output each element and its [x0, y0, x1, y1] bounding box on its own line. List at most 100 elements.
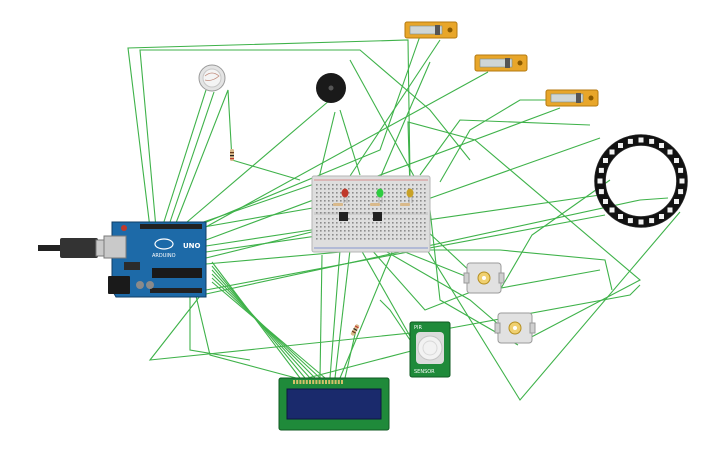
wire[interactable]: [394, 179, 611, 291]
breadboard-hole[interactable]: [420, 188, 422, 190]
breadboard-hole[interactable]: [332, 226, 334, 228]
breadboard-hole[interactable]: [316, 218, 318, 220]
breadboard-hole[interactable]: [356, 222, 358, 224]
breadboard-hole[interactable]: [412, 234, 414, 236]
breadboard-hole[interactable]: [348, 200, 350, 202]
breadboard-hole[interactable]: [348, 230, 350, 232]
breadboard-hole[interactable]: [420, 200, 422, 202]
breadboard-hole[interactable]: [372, 234, 374, 236]
breadboard-hole[interactable]: [420, 230, 422, 232]
npn-transistor[interactable]: [339, 212, 348, 221]
breadboard-hole[interactable]: [364, 234, 366, 236]
breadboard-hole[interactable]: [380, 230, 382, 232]
breadboard-hole[interactable]: [412, 196, 414, 198]
resistor[interactable]: [370, 203, 380, 206]
lcd-pin[interactable]: [309, 380, 311, 384]
breadboard-hole[interactable]: [372, 184, 374, 186]
wire[interactable]: [329, 249, 341, 379]
neopixel-ring[interactable]: [594, 134, 688, 228]
breadboard-hole[interactable]: [424, 234, 426, 236]
breadboard-hole[interactable]: [412, 188, 414, 190]
breadboard-hole[interactable]: [396, 238, 398, 240]
breadboard-hole[interactable]: [336, 230, 338, 232]
breadboard-hole[interactable]: [412, 238, 414, 240]
breadboard-hole[interactable]: [384, 192, 386, 194]
breadboard-hole[interactable]: [316, 192, 318, 194]
breadboard-hole[interactable]: [320, 200, 322, 202]
breadboard-hole[interactable]: [380, 204, 382, 206]
wire[interactable]: [359, 247, 416, 346]
breadboard-hole[interactable]: [316, 196, 318, 198]
lcd-pin[interactable]: [299, 380, 302, 384]
wire[interactable]: [317, 111, 336, 183]
breadboard-hole[interactable]: [376, 222, 378, 224]
resistor[interactable]: [333, 203, 343, 206]
breadboard-hole[interactable]: [328, 230, 330, 232]
breadboard-hole[interactable]: [364, 188, 366, 190]
breadboard-hole[interactable]: [404, 188, 406, 190]
breadboard-hole[interactable]: [344, 200, 346, 202]
breadboard-hole[interactable]: [316, 234, 318, 236]
breadboard-hole[interactable]: [332, 234, 334, 236]
breadboard-hole[interactable]: [412, 212, 414, 214]
breadboard-hole[interactable]: [404, 192, 406, 194]
breadboard-hole[interactable]: [400, 192, 402, 194]
breadboard-hole[interactable]: [352, 234, 354, 236]
breadboard-hole[interactable]: [400, 196, 402, 198]
breadboard-hole[interactable]: [356, 192, 358, 194]
breadboard-hole[interactable]: [420, 222, 422, 224]
breadboard-hole[interactable]: [332, 204, 334, 206]
wire[interactable]: [299, 349, 416, 381]
breadboard-hole[interactable]: [396, 196, 398, 198]
breadboard-hole[interactable]: [424, 222, 426, 224]
breadboard-hole[interactable]: [360, 200, 362, 202]
breadboard-hole[interactable]: [352, 204, 354, 206]
wire[interactable]: [424, 137, 601, 201]
breadboard-hole[interactable]: [356, 212, 358, 214]
breadboard-hole[interactable]: [348, 188, 350, 190]
breadboard-hole[interactable]: [376, 200, 378, 202]
usb-cable[interactable]: [38, 238, 115, 258]
breadboard-hole[interactable]: [332, 238, 334, 240]
lcd-pin[interactable]: [296, 380, 299, 384]
wire[interactable]: [211, 281, 326, 379]
breadboard-hole[interactable]: [404, 226, 406, 228]
breadboard-hole[interactable]: [392, 196, 394, 198]
wire[interactable]: [379, 247, 506, 331]
breadboard-hole[interactable]: [408, 208, 410, 210]
breadboard-hole[interactable]: [400, 234, 402, 236]
slide-pot-knob[interactable]: [505, 58, 510, 68]
breadboard-hole[interactable]: [324, 204, 326, 206]
wire[interactable]: [205, 197, 669, 295]
breadboard-hole[interactable]: [316, 204, 318, 206]
lcd-pin[interactable]: [293, 380, 295, 384]
breadboard-hole[interactable]: [324, 234, 326, 236]
breadboard-hole[interactable]: [320, 218, 322, 220]
breadboard-hole[interactable]: [392, 208, 394, 210]
breadboard-hole[interactable]: [340, 200, 342, 202]
breadboard-hole[interactable]: [344, 184, 346, 186]
breadboard-hole[interactable]: [372, 188, 374, 190]
breadboard-hole[interactable]: [424, 230, 426, 232]
breadboard-hole[interactable]: [324, 226, 326, 228]
breadboard-hole[interactable]: [384, 196, 386, 198]
breadboard-hole[interactable]: [320, 238, 322, 240]
breadboard-hole[interactable]: [324, 222, 326, 224]
breadboard-hole[interactable]: [360, 208, 362, 210]
wire[interactable]: [185, 181, 321, 229]
breadboard-hole[interactable]: [352, 212, 354, 214]
breadboard-hole[interactable]: [424, 196, 426, 198]
slide-potentiometer[interactable]: [474, 54, 528, 72]
breadboard-hole[interactable]: [336, 200, 338, 202]
breadboard-hole[interactable]: [320, 204, 322, 206]
wire[interactable]: [334, 249, 351, 379]
breadboard-hole[interactable]: [400, 238, 402, 240]
lcd-pin[interactable]: [321, 380, 324, 384]
breadboard-hole[interactable]: [360, 184, 362, 186]
breadboard-hole[interactable]: [384, 226, 386, 228]
breadboard-hole[interactable]: [396, 208, 398, 210]
breadboard-hole[interactable]: [412, 208, 414, 210]
breadboard-hole[interactable]: [404, 218, 406, 220]
breadboard-hole[interactable]: [356, 196, 358, 198]
breadboard-hole[interactable]: [340, 222, 342, 224]
